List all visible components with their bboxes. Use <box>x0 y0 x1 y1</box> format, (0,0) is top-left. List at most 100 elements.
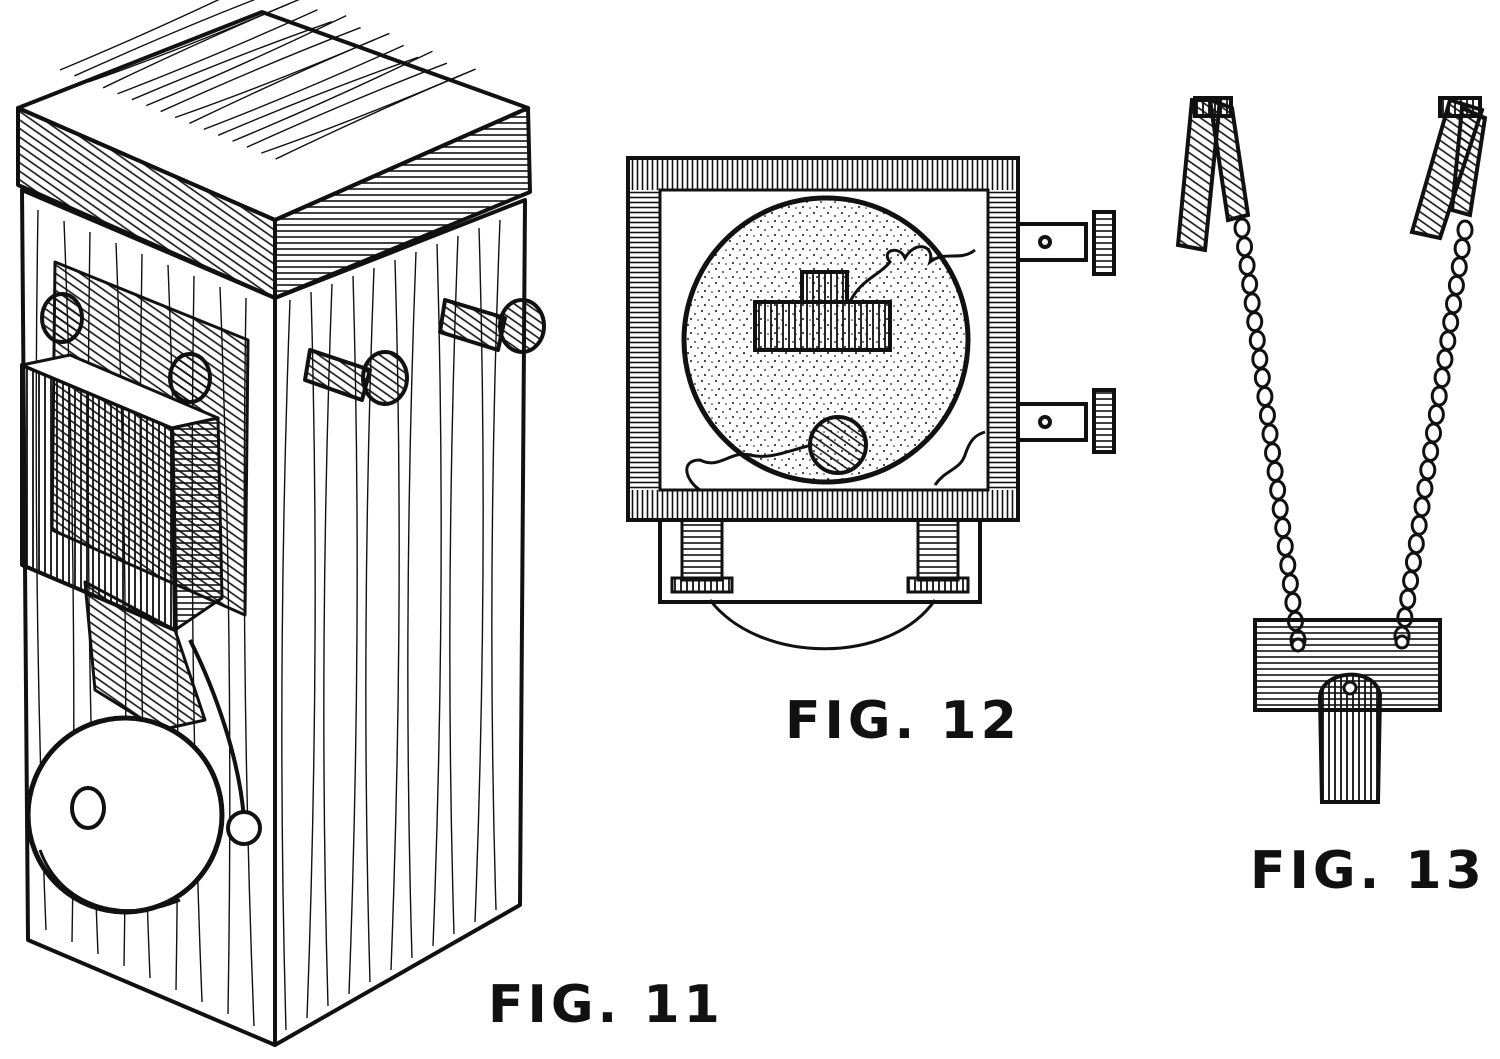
chain-link <box>1261 423 1279 445</box>
screw-right <box>916 518 960 582</box>
chain-link <box>1404 551 1422 573</box>
chain-link <box>1266 460 1284 482</box>
fig13-caption: FIG. 13 <box>1250 841 1486 901</box>
bell-nut <box>70 786 106 830</box>
frame-top <box>630 160 1016 190</box>
contact-rivet <box>808 415 868 475</box>
chain-link <box>1447 274 1465 296</box>
terminal-upper <box>1016 210 1116 276</box>
frame-right <box>988 190 1016 490</box>
button-dome <box>708 599 937 651</box>
chain-link <box>1450 256 1468 278</box>
fig12-push-button: FIG. 12 <box>626 156 1116 751</box>
crossbar-hole-right <box>1394 634 1410 650</box>
chain-link <box>1274 517 1292 539</box>
chain-link <box>1241 273 1259 295</box>
chain-right <box>1393 219 1474 647</box>
fig11-caption: FIG. 11 <box>488 975 724 1035</box>
chain-link <box>1433 367 1451 389</box>
top-grain-line <box>189 32 390 125</box>
chain-link <box>1436 348 1454 370</box>
chain-link <box>1399 588 1417 610</box>
screw-left-head <box>670 576 734 594</box>
top-grain-line <box>246 62 448 148</box>
binding-post-left-upper <box>40 292 84 344</box>
crossbar-hole-left <box>1290 637 1306 653</box>
chain-link <box>1238 254 1256 276</box>
binding-post-side-left <box>303 348 409 406</box>
chain-link <box>1422 440 1440 462</box>
chain-link <box>1253 367 1271 389</box>
top-grain-line <box>203 44 405 131</box>
top-grain-line <box>59 0 220 71</box>
chain-link <box>1269 479 1287 501</box>
hammer-ball <box>226 810 262 846</box>
chain-link <box>1233 217 1251 239</box>
top-grain-line <box>102 0 300 89</box>
side-grain-line <box>407 251 417 959</box>
chain-link <box>1246 311 1264 333</box>
chain-link <box>1430 385 1448 407</box>
chain-link <box>1236 236 1254 258</box>
fig11-bell-box: FIG. 11 <box>16 0 724 1047</box>
chain-link <box>1439 330 1457 352</box>
chain-link <box>1243 292 1261 314</box>
contact-head <box>800 270 849 304</box>
bell-shadow <box>38 849 181 913</box>
chain-link <box>1281 573 1299 595</box>
bell-gong <box>25 715 225 915</box>
wire-lower-left <box>685 443 813 492</box>
chain-link <box>1425 422 1442 444</box>
wire-upper <box>848 245 976 303</box>
chain-link <box>1427 404 1445 426</box>
chain-link <box>1276 535 1294 557</box>
side-grain-line <box>281 299 291 1031</box>
binding-post-left-lower <box>168 352 212 404</box>
chain-link <box>1407 533 1425 555</box>
chain-link <box>1271 498 1289 520</box>
chain-link <box>1251 348 1269 370</box>
chain-left <box>1233 217 1307 651</box>
top-grain-line <box>145 14 347 107</box>
binding-post-side-right <box>438 298 546 354</box>
frame-left <box>630 190 660 490</box>
side-grain-line <box>306 291 316 1019</box>
box-side-face <box>273 198 527 1047</box>
chain-link <box>1453 237 1471 259</box>
clip-left <box>1175 96 1251 253</box>
chain-link <box>1402 570 1420 592</box>
screw-right-head <box>906 576 970 594</box>
chain-link <box>1279 554 1297 576</box>
hammer-arm <box>188 639 246 821</box>
tongue <box>1317 672 1383 804</box>
chain-link <box>1413 496 1431 518</box>
terminal-lower <box>1016 388 1116 454</box>
top-grain-line <box>160 26 361 113</box>
chain-link <box>1442 311 1460 333</box>
chain-link <box>1445 293 1463 315</box>
top-grain-line <box>131 21 333 101</box>
screw-left <box>680 518 724 582</box>
top-grain-line <box>74 0 256 77</box>
fig12-caption: FIG. 12 <box>785 691 1021 751</box>
contact-spring <box>753 300 892 352</box>
top-grain-line <box>117 9 318 95</box>
fig13-clip-and-chain: FIG. 13 <box>1175 96 1488 901</box>
clip-right <box>1409 96 1488 241</box>
side-grain-line <box>432 243 442 947</box>
chain-link <box>1264 442 1282 464</box>
frame-bottom <box>630 490 1016 518</box>
chain-link <box>1284 592 1302 614</box>
wire-lower-right <box>933 430 986 486</box>
chain-link <box>1256 386 1274 408</box>
chain-link <box>1456 219 1474 241</box>
electromagnet-side <box>170 416 224 632</box>
armature <box>83 580 207 732</box>
top-grain-line <box>275 68 476 160</box>
chain-link <box>1410 514 1428 536</box>
top-grain-line <box>217 56 419 136</box>
tongue-rivet <box>1342 680 1358 696</box>
top-grain-line <box>232 50 433 142</box>
chain-link <box>1419 459 1437 481</box>
